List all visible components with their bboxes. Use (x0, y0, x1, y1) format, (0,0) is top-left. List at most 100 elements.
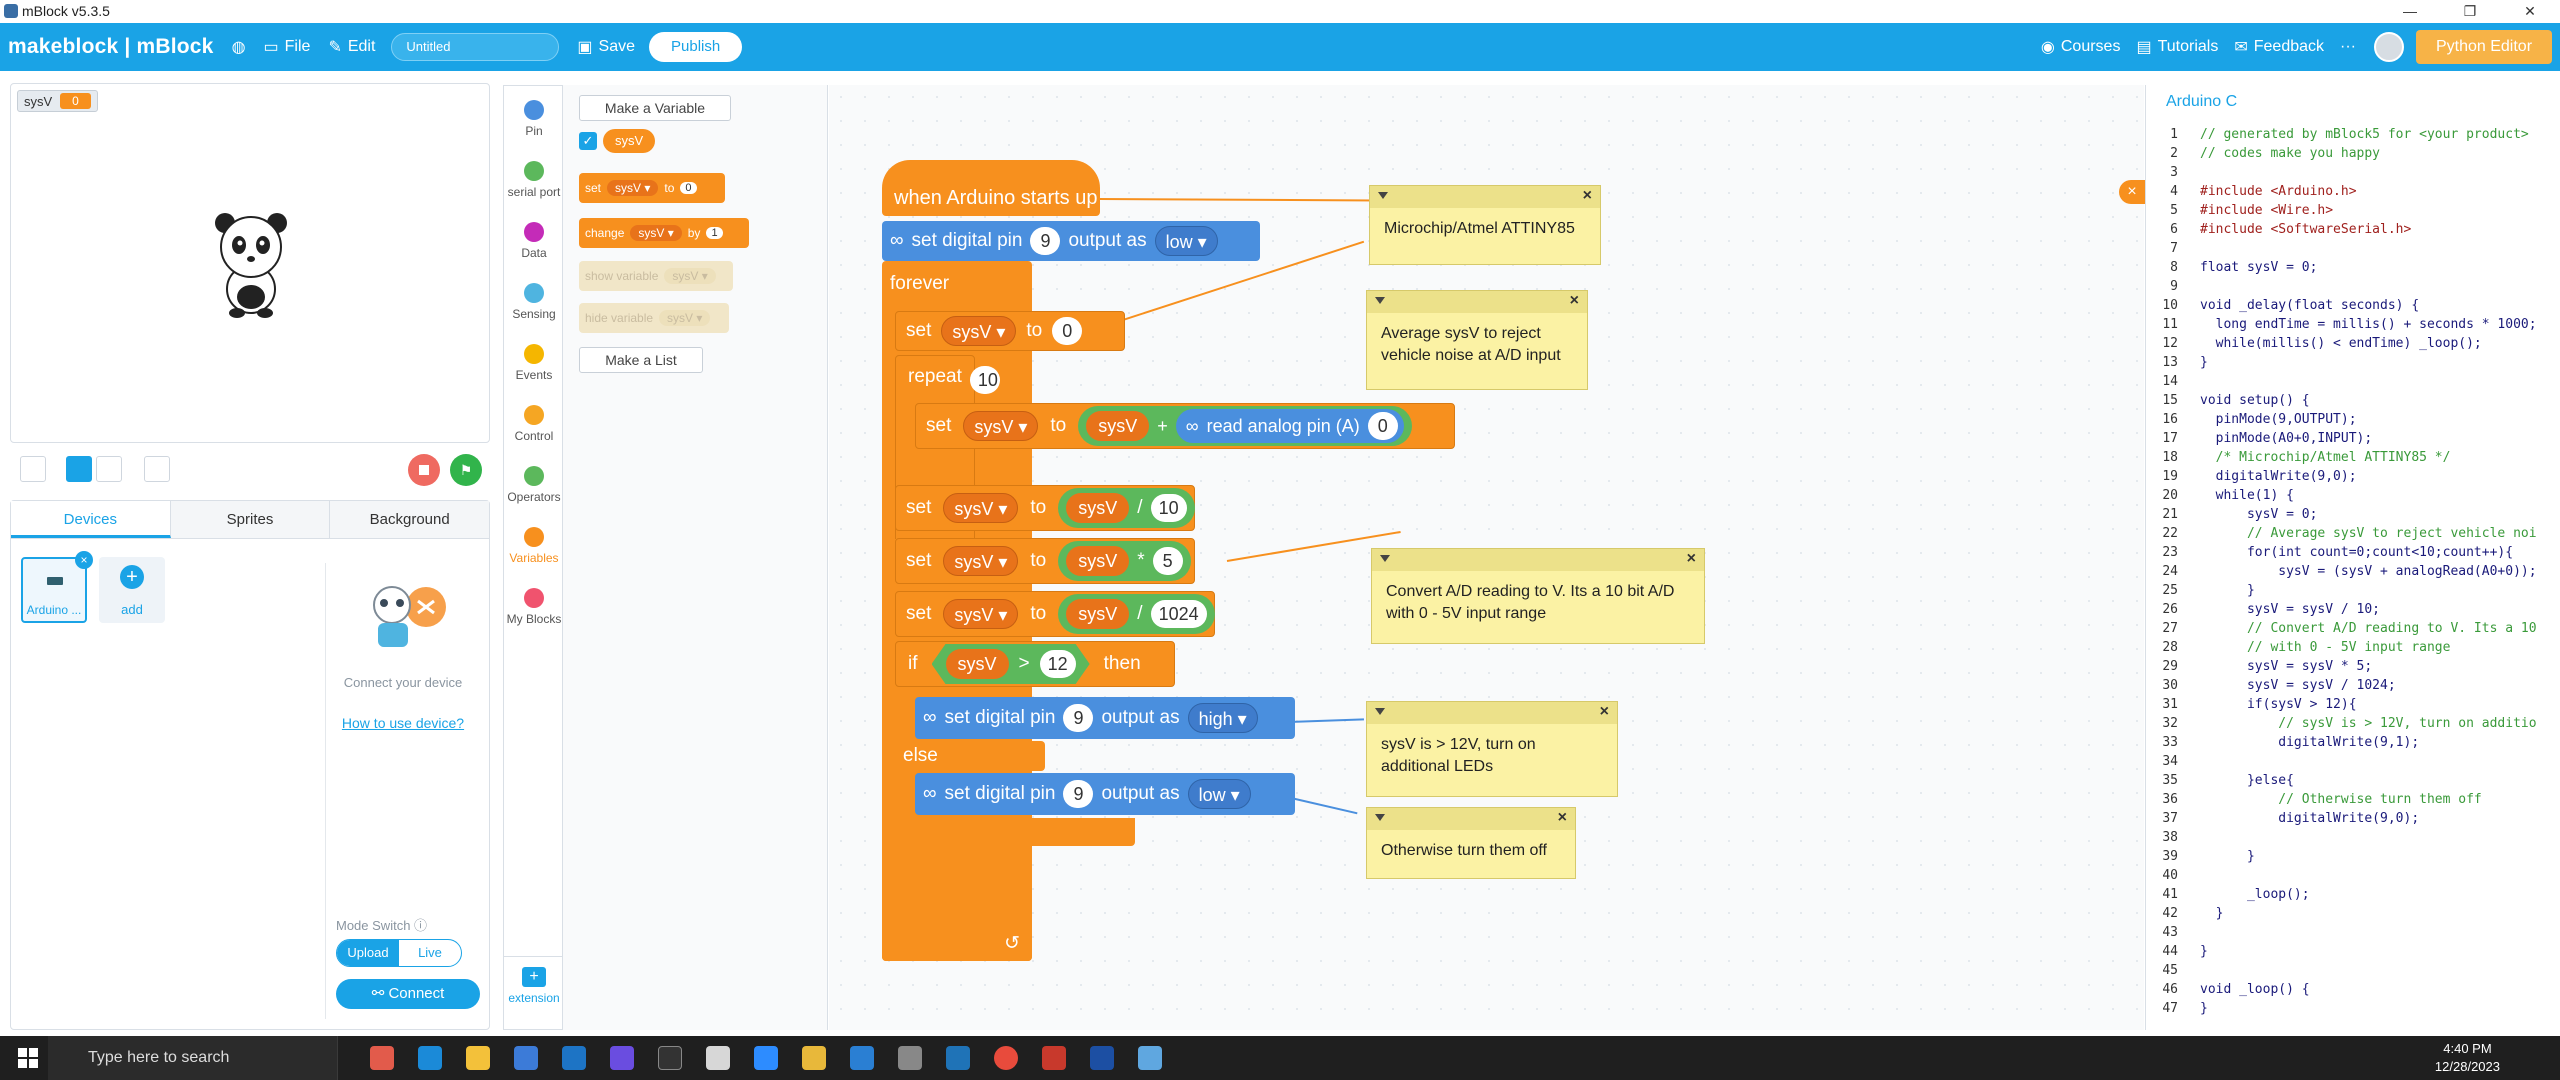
language-button[interactable]: ◍ (232, 37, 246, 57)
small-stage-icon[interactable] (66, 456, 92, 482)
edit-menu[interactable]: ✎Edit (328, 37, 375, 57)
pin-input[interactable]: 9 (1063, 780, 1094, 808)
block-value[interactable]: 0 (680, 182, 697, 194)
variable-dropdown[interactable]: sysV ▾ (943, 493, 1019, 523)
variable-reporter[interactable]: sysV (1066, 546, 1130, 576)
hide-variable-block[interactable]: hide variable sysV ▾ (579, 303, 729, 333)
output-level-dropdown[interactable]: high ▾ (1187, 703, 1258, 733)
value-input[interactable]: 10 (1150, 494, 1187, 522)
category-serial-port[interactable]: serial port (504, 161, 564, 199)
close-comment-icon[interactable]: × (1686, 550, 1696, 567)
close-icon[interactable]: ✕ (2524, 3, 2536, 19)
feedback-link[interactable]: ✉Feedback (2234, 37, 2324, 57)
mail-icon[interactable] (562, 1046, 586, 1070)
stage[interactable]: sysV 0 (10, 83, 490, 443)
value-input[interactable]: 5 (1152, 547, 1183, 575)
add-device-button[interactable]: + add (99, 557, 165, 623)
category-control[interactable]: Control (504, 405, 564, 443)
block-comment[interactable]: × Microchip/Atmel ATTINY85 (1369, 185, 1601, 265)
close-comment-icon[interactable]: × (1569, 292, 1579, 309)
green-flag-button[interactable]: ⚑ (450, 454, 482, 486)
chrome-icon[interactable] (994, 1046, 1018, 1070)
script-area[interactable]: when Arduino starts up ∞ set digital pin… (829, 85, 2144, 1030)
comment-text[interactable]: Convert A/D reading to V. Its a 10 bit A… (1386, 583, 1675, 622)
variable-reporter[interactable]: sysV (1066, 493, 1130, 523)
variable-dropdown[interactable]: sysV ▾ (943, 599, 1019, 629)
tab-devices[interactable]: Devices (11, 501, 171, 538)
calculator-icon[interactable] (706, 1046, 730, 1070)
file-menu[interactable]: ▭File (264, 37, 311, 57)
extension-button[interactable]: +extension (504, 956, 564, 1005)
code-editor[interactable]: 1// generated by mBlock5 for <your produ… (2146, 125, 2560, 1018)
arduino-device-card[interactable]: Arduino ... × (21, 551, 93, 623)
variable-reporter-block[interactable]: sysV (603, 129, 656, 153)
help-icon[interactable]: ⓘ (414, 918, 428, 933)
category-data[interactable]: Data (504, 222, 564, 260)
block-comment[interactable]: × Average sysV to reject vehicle noise a… (1366, 290, 1588, 390)
set-variable-block[interactable]: set sysV ▾ to sysV * 5 (895, 538, 1195, 584)
make-list-button[interactable]: Make a List (579, 347, 703, 373)
restore-icon[interactable]: ❐ (2463, 3, 2477, 19)
panda-sprite[interactable] (211, 209, 291, 319)
output-level-dropdown[interactable]: low ▾ (1187, 779, 1251, 809)
close-comment-icon[interactable]: × (1557, 809, 1567, 826)
variable-reporter[interactable]: sysV (1086, 411, 1150, 441)
category-pin[interactable]: Pin (504, 100, 564, 138)
add-operator-block[interactable]: sysV + ∞ read analog pin (A) 0 (1078, 406, 1412, 446)
variable-checkbox[interactable]: ✓ (579, 132, 597, 150)
block-var-dropdown[interactable]: sysV ▾ (630, 225, 682, 241)
python-editor-button[interactable]: Python Editor (2416, 30, 2552, 64)
windows-start-icon[interactable] (18, 1048, 38, 1068)
user-avatar[interactable] (2374, 32, 2404, 62)
analog-pin-input[interactable]: 0 (1367, 412, 1398, 440)
if-else-block[interactable]: if sysV > 12 then (895, 641, 1175, 687)
grid-icon[interactable] (144, 456, 170, 482)
variable-dropdown[interactable]: sysV ▾ (941, 316, 1017, 346)
media-icon[interactable] (802, 1046, 826, 1070)
large-stage-icon[interactable] (96, 456, 122, 482)
variable-dropdown[interactable]: sysV ▾ (963, 411, 1039, 441)
divide-operator-block[interactable]: sysV / 10 (1058, 488, 1195, 528)
close-comment-icon[interactable]: × (1582, 187, 1592, 204)
edge-icon[interactable] (418, 1046, 442, 1070)
taskbar-app-icon[interactable] (1090, 1046, 1114, 1070)
fullscreen-icon[interactable] (20, 456, 46, 482)
divide-operator-block[interactable]: sysV / 1024 (1058, 594, 1215, 634)
change-variable-block[interactable]: change sysV ▾ by 1 (579, 218, 749, 248)
tab-sprites[interactable]: Sprites (170, 501, 331, 538)
comment-text[interactable]: Otherwise turn them off (1381, 842, 1547, 859)
variable-reporter[interactable]: sysV (946, 649, 1009, 679)
stop-button[interactable] (408, 454, 440, 486)
category-variables[interactable]: Variables (504, 527, 564, 565)
minimize-icon[interactable]: — (2403, 3, 2417, 19)
collapse-comment-icon[interactable] (1375, 814, 1385, 821)
taskbar-app-icon[interactable] (610, 1046, 634, 1070)
taskbar-app-icon[interactable] (946, 1046, 970, 1070)
variable-dropdown[interactable]: sysV ▾ (943, 546, 1019, 576)
comment-text[interactable]: Microchip/Atmel ATTINY85 (1384, 220, 1575, 237)
category-my-blocks[interactable]: My Blocks (504, 588, 564, 626)
live-mode-toggle[interactable]: Live (418, 945, 442, 960)
output-level-dropdown[interactable]: low ▾ (1154, 226, 1218, 256)
remove-device-icon[interactable]: × (75, 551, 93, 569)
file-explorer-icon[interactable] (466, 1046, 490, 1070)
set-variable-block[interactable]: set sysV ▾ to sysV + ∞ read analog pin (… (915, 403, 1455, 449)
block-var-dropdown[interactable]: sysV ▾ (607, 180, 659, 196)
variable-reporter[interactable]: sysV (1066, 599, 1130, 629)
store-icon[interactable] (514, 1046, 538, 1070)
value-input[interactable]: 12 (1040, 650, 1076, 678)
set-variable-block[interactable]: set sysV ▾ to 0 (579, 173, 725, 203)
connect-button[interactable]: ⚯ Connect (336, 979, 480, 1009)
courses-link[interactable]: ◉Courses (2041, 37, 2121, 57)
show-variable-block[interactable]: show variable sysV ▾ (579, 261, 733, 291)
block-var-dropdown[interactable]: sysV ▾ (659, 310, 711, 326)
mblock-taskbar-icon[interactable] (1138, 1046, 1162, 1070)
block-var-dropdown[interactable]: sysV ▾ (664, 268, 716, 284)
block-comment[interactable]: × Otherwise turn them off (1366, 807, 1576, 879)
terminal-icon[interactable] (658, 1046, 682, 1070)
collapse-comment-icon[interactable] (1380, 555, 1390, 562)
close-code-panel-icon[interactable]: × (2119, 180, 2145, 204)
set-variable-block[interactable]: set sysV ▾ to 0 (895, 311, 1125, 351)
project-title-input[interactable]: Untitled (391, 33, 560, 61)
vscode-icon[interactable] (850, 1046, 874, 1070)
